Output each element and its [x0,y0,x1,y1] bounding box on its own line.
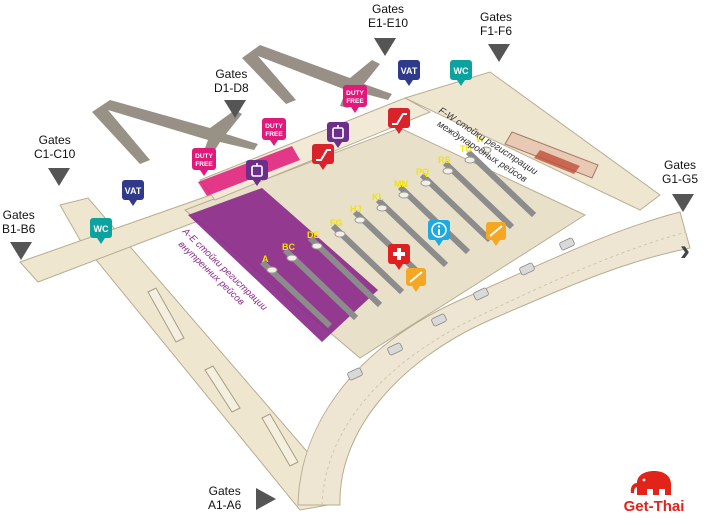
concourse-ef [403,71,661,211]
svg-text:DUTY: DUTY [346,90,364,97]
gate-label-g: Gates G1-G5 [662,158,699,186]
gate-arrow-icon[interactable] [222,98,248,120]
gate-label-b: Gates B1-B6 [2,208,36,236]
wc-icon: WC [90,218,112,244]
car-icons [347,237,575,381]
svg-text:WC: WC [454,66,469,76]
desk-row-label: BC [282,242,295,252]
pillar [286,254,298,262]
desk-row-label: MN [394,179,408,189]
duty-free-icon: DUTY FREE [343,85,367,113]
pillar [420,179,432,187]
svg-text:FREE: FREE [195,161,213,168]
gate-label-c: Gates C1-C10 [34,133,76,161]
gate-arrow-icon[interactable] [372,36,398,58]
duty-free-icon: DUTY FREE [262,118,286,146]
info-icon [428,220,450,246]
escalator-icon [388,108,410,134]
elephant-logo-icon [630,471,671,495]
vat-icon: VAT [398,60,420,86]
desk-labels: A BC DE FG HJ KL MN PQ RS TU W [262,134,492,274]
svg-text:DUTY: DUTY [195,153,213,160]
desk-row-label: FG [330,218,343,228]
duty-free-icon: DUTY FREE [192,148,216,176]
vat-icon: VAT [122,180,144,206]
svg-text:FREE: FREE [265,131,283,138]
gate-arrow-icon[interactable] [8,240,34,262]
driveway [297,211,691,506]
pillar [311,242,323,250]
wc-icon: WC [450,60,472,86]
gate-label-a: Gates A1-A6 [208,484,242,512]
domestic-zone [188,188,378,342]
desk-row-label: W [476,134,485,144]
gate-arrow-icon[interactable] [670,192,696,214]
baggage-icon [246,160,268,186]
pillar [334,230,346,238]
svg-text:DUTY: DUTY [265,123,283,130]
brand-name: Get-Thai [623,498,685,515]
counter-rows [259,149,537,329]
gate-label-e: Gates E1-E10 [368,2,409,30]
pillar [480,146,492,154]
desk-row-label: PQ [416,167,429,177]
gate-arrow-icon[interactable] [254,486,278,512]
desk-row-label: TU [460,144,472,154]
svg-text:WC: WC [94,224,109,234]
brand-logo: Get-Thai [611,469,697,515]
desk-row-label: A [262,254,269,264]
gate-arrow-icon[interactable] [486,42,512,64]
svg-text:VAT: VAT [125,186,142,196]
gate-label-f: Gates F1-F6 [480,10,513,38]
svg-text:FREE: FREE [346,98,364,105]
first-aid-icon [388,244,410,270]
pillar [464,156,476,164]
desk-row-label: HJ [350,204,362,214]
exit-icon [406,268,426,292]
escalator-icon [312,144,334,170]
pillar [354,216,366,224]
desk-row-label: KL [372,192,384,202]
concourse-ab [59,197,329,511]
pillar [398,191,410,199]
exit-icon [486,222,506,246]
gate-arrow-icon[interactable] [46,166,72,188]
next-arrow-icon[interactable]: › [680,234,690,267]
pillar [266,266,278,274]
desk-row-label: RS [438,155,451,165]
gate-label-d: Gates D1-D8 [214,67,249,95]
baggage-icon [327,122,349,148]
svg-text:VAT: VAT [401,66,418,76]
desk-row-label: DE [307,230,320,240]
pillar [442,167,454,175]
pillar [376,204,388,212]
